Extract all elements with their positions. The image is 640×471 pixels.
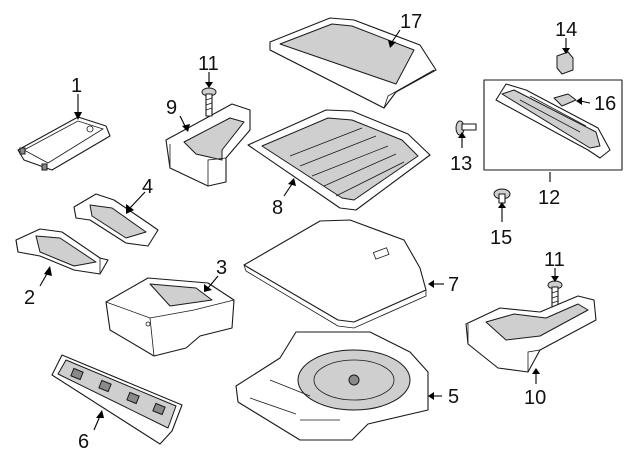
leader-2-arrow [44, 266, 52, 276]
part-5-wheel-well [235, 331, 429, 441]
part-3-foam-block [105, 277, 235, 357]
callout-10: 10 [524, 387, 546, 409]
leader-5-arrow [428, 392, 434, 400]
leader-3 [207, 275, 219, 289]
callout-numbers: 1 2 3 4 5 6 7 8 9 10 11 11 12 13 14 15 1… [24, 11, 616, 453]
callout-8: 8 [272, 197, 283, 219]
leader-11a-arrow [205, 82, 213, 88]
part-17-cargo-cover [269, 17, 437, 109]
leader-9-arrow [182, 124, 190, 132]
leader-4-arrow [126, 204, 134, 214]
part-10-tray [465, 295, 597, 373]
leader-13-arrow [458, 132, 466, 138]
callout-9: 9 [166, 97, 177, 119]
leader-3-arrow [204, 284, 212, 292]
callout-17: 17 [400, 11, 422, 33]
part-14-clip [556, 51, 574, 75]
leader-15-arrow [498, 202, 506, 208]
callout-12: 12 [538, 187, 560, 209]
leader-14-arrow [562, 48, 570, 54]
part-1-cover [17, 116, 111, 171]
leader-6 [93, 415, 101, 431]
callout-11-right: 11 [544, 249, 565, 271]
leader-17-arrow [388, 40, 396, 48]
callout-6: 6 [78, 431, 89, 453]
part-6-panel [51, 354, 183, 445]
leader-8 [283, 183, 293, 197]
leader-lines [39, 29, 591, 431]
callout-15: 15 [490, 227, 512, 249]
callout-5: 5 [448, 386, 459, 408]
leader-1-arrow [74, 112, 82, 120]
leader-11b-arrow [551, 276, 559, 282]
callout-13: 13 [450, 153, 472, 175]
callout-7: 7 [448, 274, 459, 296]
leader-10-arrow [532, 368, 540, 374]
leader-17 [391, 29, 401, 43]
part-11-bolt-top [201, 87, 217, 117]
part-9-tray [165, 103, 251, 187]
callout-16: 16 [594, 93, 616, 115]
part-7-floor-board [243, 219, 427, 329]
part-12-group-box [483, 79, 623, 171]
part-4-bracket [73, 193, 159, 247]
part-2-bracket [15, 228, 109, 275]
callout-4: 4 [142, 176, 153, 198]
part-16-clip [553, 93, 577, 107]
leader-4 [129, 191, 146, 209]
part-8-mat [247, 109, 431, 211]
callout-14: 14 [555, 19, 577, 41]
part-13-screw [455, 120, 477, 136]
leader-6-arrow [96, 410, 104, 418]
leader-7-arrow [428, 280, 434, 288]
callout-1: 1 [71, 75, 82, 97]
leader-16-arrow [576, 97, 582, 105]
leader-8-arrow [288, 178, 296, 186]
callout-2: 2 [24, 287, 35, 309]
callout-3: 3 [216, 257, 227, 279]
callout-11-top: 11 [198, 53, 219, 75]
part-15-pin [493, 188, 511, 204]
